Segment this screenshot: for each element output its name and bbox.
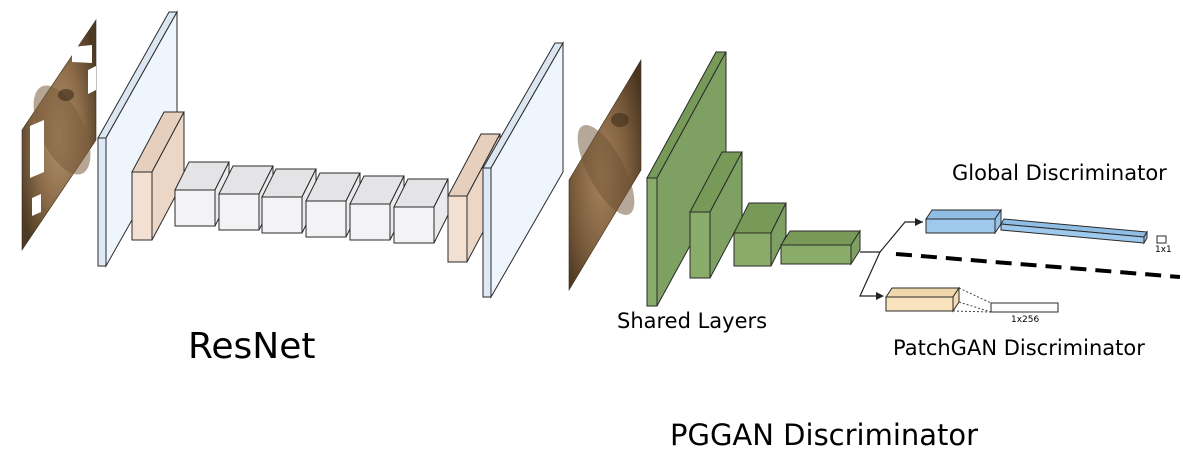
input-image <box>21 19 97 251</box>
mask-hole <box>32 194 41 216</box>
shared-layer-1 <box>646 51 727 307</box>
input-plane <box>97 10 178 268</box>
shared-layer-4 <box>780 229 861 266</box>
residual-block <box>261 168 317 234</box>
patchgan-discriminator-label: PatchGAN Discriminator <box>893 336 1145 360</box>
output-plane <box>482 41 564 299</box>
resnet-label: ResNet <box>188 326 316 367</box>
resnet-generator <box>21 10 564 299</box>
global-output-size-label: 1x1 <box>1155 245 1172 255</box>
residual-block <box>393 178 449 244</box>
shared-layer-2 <box>689 151 743 279</box>
branch-connectors <box>859 218 923 300</box>
output-image <box>568 58 642 292</box>
pggan-discriminator <box>568 51 1181 313</box>
branch-separator <box>895 252 1181 279</box>
residual-block <box>349 175 405 241</box>
mask-hole <box>30 120 44 178</box>
shared-layers <box>646 51 861 307</box>
patchgan-discriminator-branch <box>885 286 1059 313</box>
pggan-discriminator-label: PGGAN Discriminator <box>670 418 979 452</box>
mask-hole <box>88 66 96 94</box>
patch-output-size-label: 1x256 <box>1011 315 1040 325</box>
shared-layer-3 <box>733 202 787 267</box>
global-discriminator-label: Global Discriminator <box>952 161 1167 185</box>
residual-blocks <box>174 161 449 244</box>
shared-layers-label: Shared Layers <box>617 309 768 333</box>
mask-hole <box>72 45 92 63</box>
global-discriminator-branch <box>925 208 1167 245</box>
encoder-conv-block <box>131 111 185 241</box>
patch-output-map <box>990 302 1059 313</box>
global-output-unit <box>1156 235 1167 244</box>
